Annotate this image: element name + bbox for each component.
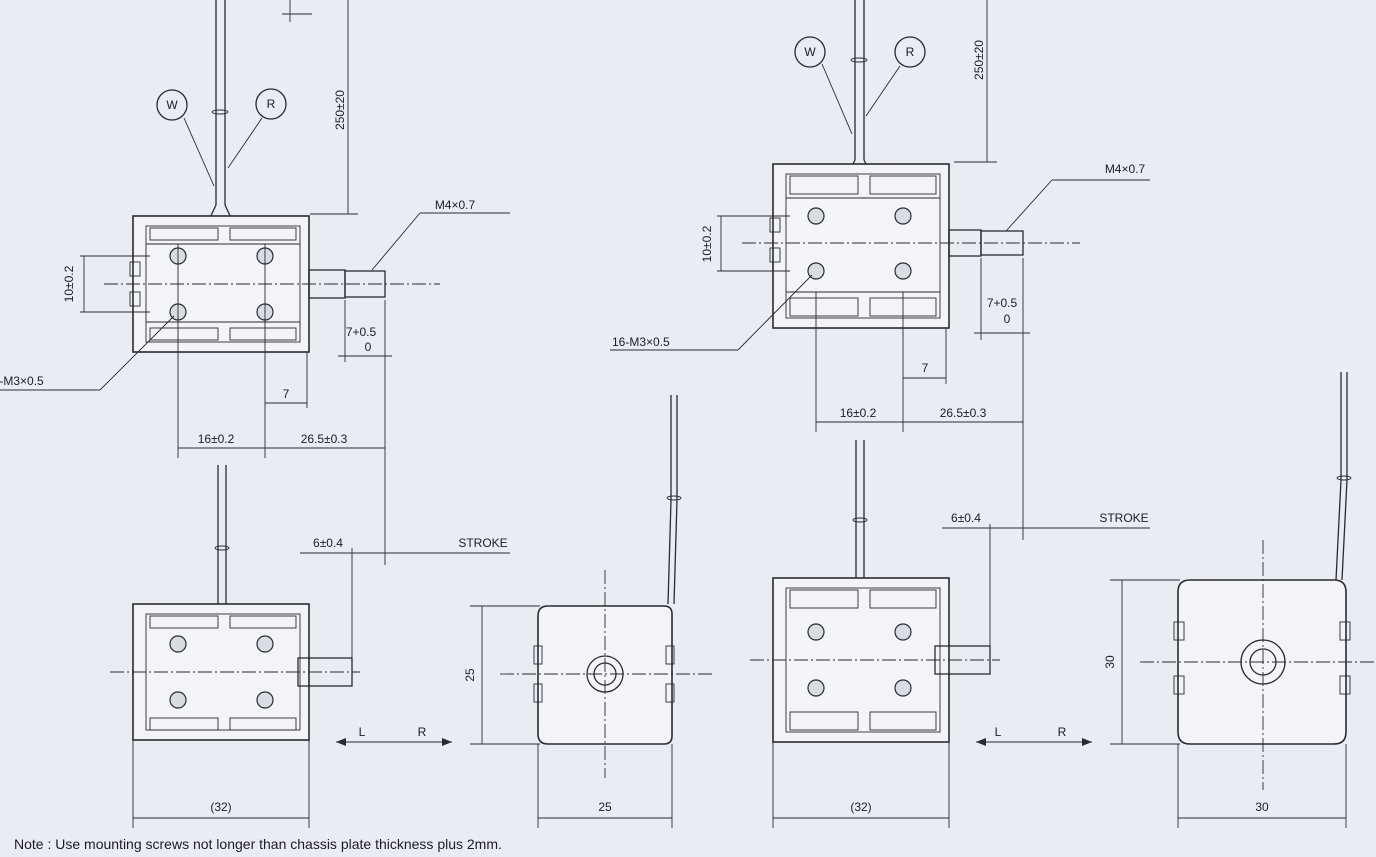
- direction-left: L: [995, 725, 1002, 739]
- thread-callout: M4×0.7: [1105, 162, 1146, 176]
- mount-holes-callout: 16-M3×0.5: [0, 374, 44, 388]
- overall-length: (32): [210, 800, 231, 814]
- end-height: 30: [1103, 655, 1117, 669]
- dimension-7: 7: [283, 387, 290, 401]
- lead-length-dim: 250±20: [333, 90, 347, 130]
- right-top-view: W R 250±20 M4×0.7 10±0.2 16-M3×0.5: [610, 0, 1150, 650]
- hole-spacing-horizontal: 16±0.2: [198, 432, 235, 446]
- direction-left: L: [359, 725, 366, 739]
- wire-red-label: R: [267, 97, 276, 111]
- direction-right: R: [418, 725, 427, 739]
- stroke-value: 6±0.4: [951, 511, 981, 525]
- plunger-tolerance-lower: 0: [365, 340, 372, 354]
- plunger-offset: 26.5±0.3: [940, 406, 987, 420]
- right-side-view: (32) L R: [750, 440, 1092, 828]
- white-wire-callout: [156, 89, 188, 121]
- wire-white-label: W: [166, 98, 178, 112]
- lead-length-dim: 250±20: [972, 40, 986, 80]
- end-width: 25: [598, 800, 612, 814]
- red-wire-callout: [255, 88, 287, 120]
- stroke-label: STROKE: [1099, 511, 1148, 525]
- overall-length: (32): [850, 800, 871, 814]
- hole-spacing-horizontal: 16±0.2: [840, 406, 877, 420]
- hole-spacing-vertical: 10±0.2: [700, 225, 714, 262]
- mounting-note: Note : Use mounting screws not longer th…: [14, 836, 502, 852]
- end-width: 30: [1255, 800, 1269, 814]
- left-side-view: (32) L R: [110, 465, 452, 828]
- plunger-tolerance-upper: 7+0.5: [987, 296, 1018, 310]
- left-end-view: 25 25: [463, 395, 712, 828]
- end-height: 25: [463, 668, 477, 682]
- stroke-value: 6±0.4: [313, 536, 343, 550]
- plunger-tolerance-lower: 0: [1004, 312, 1011, 326]
- left-top-view: W R 250±20 M4×0.7: [0, 0, 510, 660]
- stroke-label: STROKE: [458, 536, 507, 550]
- mount-holes-callout: 16-M3×0.5: [612, 335, 670, 349]
- direction-right: R: [1058, 725, 1067, 739]
- thread-callout: M4×0.7: [435, 198, 476, 212]
- wire-red-label: R: [906, 45, 915, 59]
- plunger-tolerance-upper: 7+0.5: [346, 325, 377, 339]
- dimension-7: 7: [922, 361, 929, 375]
- hole-spacing-vertical: 10±0.2: [62, 265, 76, 302]
- right-end-view: 30 30: [1103, 372, 1376, 828]
- wire-white-label: W: [804, 45, 816, 59]
- plunger-offset: 26.5±0.3: [301, 432, 348, 446]
